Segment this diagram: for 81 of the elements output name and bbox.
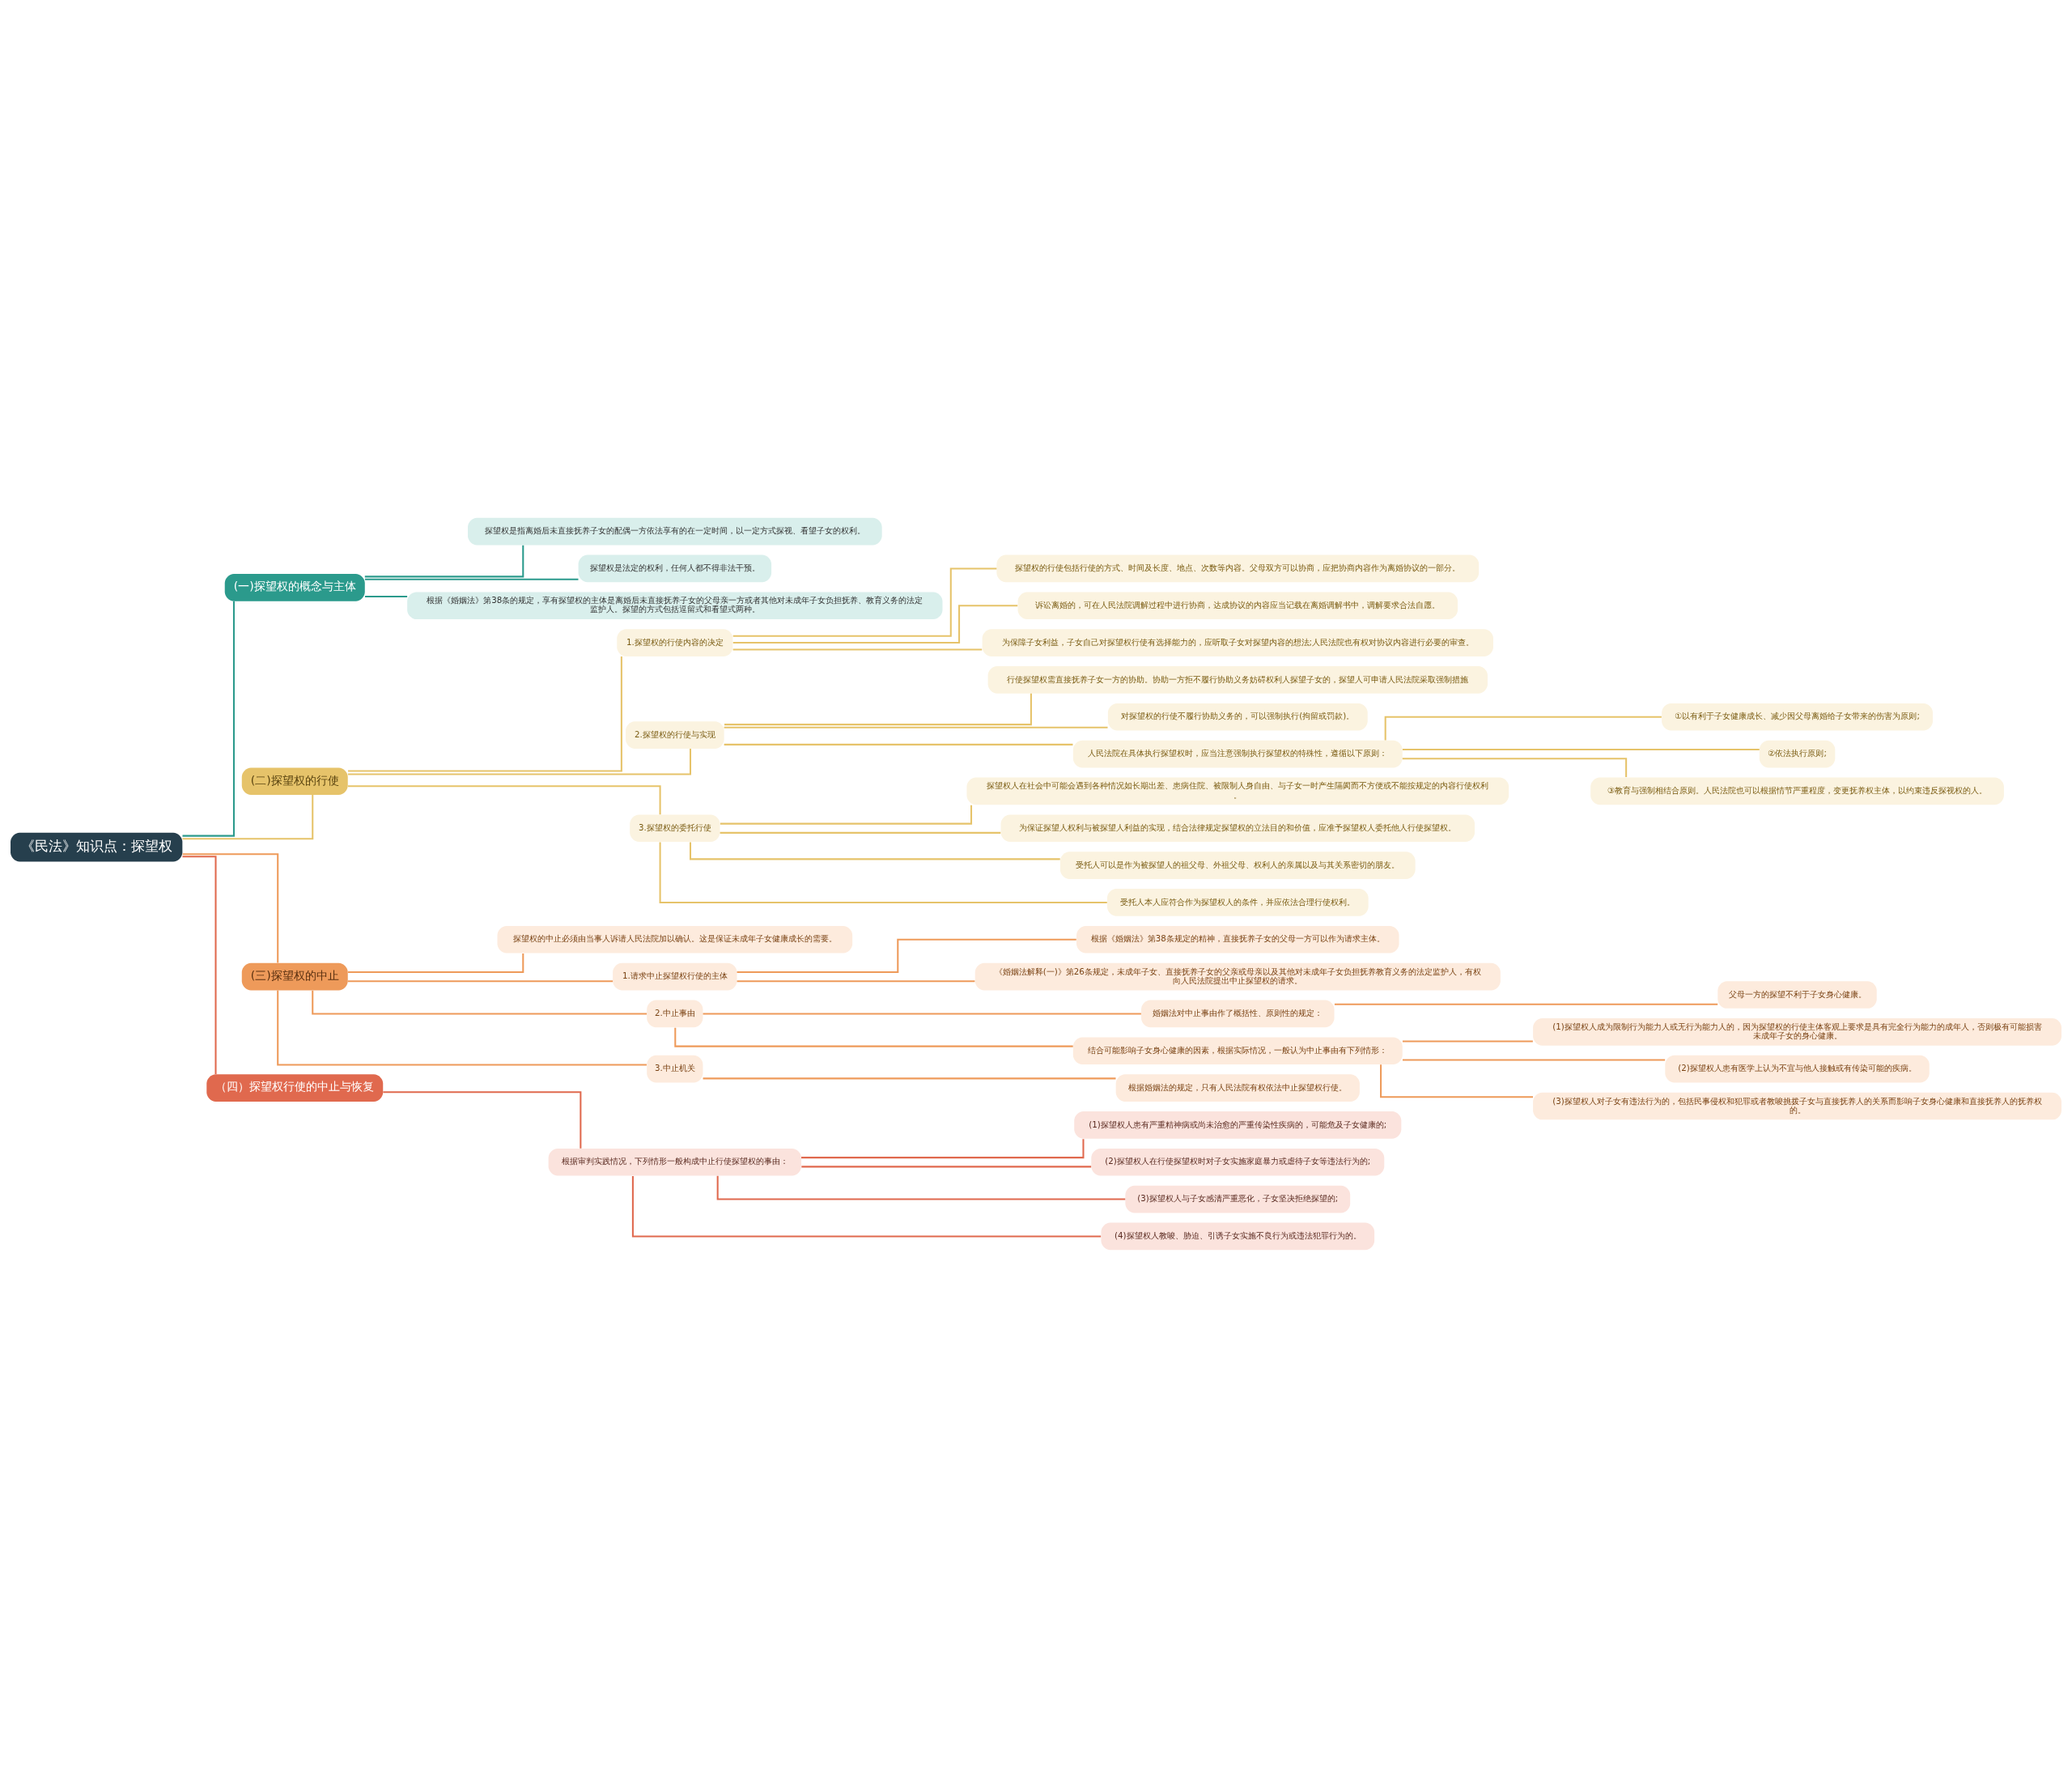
connector [732, 567, 997, 637]
node-box: ③教育与强制相结合原则。人民法院也可以根据情节严重程度，变更抚养权主体，以约束违反探视权的人。 [1590, 777, 2004, 805]
connector [1384, 716, 1662, 740]
connector [182, 794, 314, 839]
connector [1402, 757, 1628, 777]
node-box: 探望权的行使包括行使的方式、时间及长度、地点、次数等内容。父母双方可以协商，应把协商内容作为离婚协议的一部分。 [996, 554, 1480, 582]
node-box: 《民法》知识点：探望权 [11, 832, 183, 861]
node-box: 3.探望权的委托行使 [630, 813, 720, 842]
connector [724, 726, 1108, 728]
node-box: 探望权人在社会中可能会遇到各种情况如长期出差、患病住院、被限制人身自由、与子女一时产生隔阂而不方便或不能按规定的内容行使权利。 [966, 777, 1509, 805]
node-box: 1.请求中止探望权行使的主体 [613, 962, 737, 990]
node-box: (三)探望权的中止 [241, 962, 348, 990]
node-box: 结合可能影响子女身心健康的因素，根据实际情况，一般认为中止事由有下列情形： [1072, 1036, 1403, 1064]
connector [659, 842, 1107, 903]
connector [732, 604, 1018, 644]
node-box: 2.探望权的行使与实现 [626, 720, 724, 749]
node-box: 诉讼离婚的，可在人民法院调解过程中进行协商，达成协议的内容应当记载在离婚调解书中，调解要求合法自愿。 [1017, 591, 1458, 619]
connector [801, 1138, 1085, 1158]
node-box: 2.中止事由 [647, 1000, 703, 1027]
node-box: (4)探望权人教唆、胁迫、引诱子女实施不良行为或违法犯罪行为的。 [1101, 1222, 1375, 1250]
node-box: (1)探望权人成为限制行为能力人或无行为能力人的，因为探望权的行使主体客观上要求是具有完全行为能力的成年人，否则极有可能损害未成年子女的身心健康。 [1533, 1017, 2061, 1046]
node-box: ①以有利于子女健康成长、减少因父母离婚给子女带来的伤害为原则; [1662, 703, 1933, 731]
connector [1402, 1058, 1666, 1060]
node-box: （四）探望权行使的中止与恢复 [206, 1073, 384, 1102]
node-box: (1)探望权人患有严重精神病或尚未治愈的严重传染性疾病的，可能危及子女健康的; [1074, 1111, 1402, 1139]
node-box: 根据婚姻法的规定，只有人民法院有权依法中止探望权行使。 [1115, 1073, 1360, 1102]
node-box: 3.中止机关 [647, 1055, 703, 1083]
connector [182, 601, 235, 837]
connector [182, 855, 217, 1074]
node-box: 探望权是指离婚后未直接抚养子女的配偶一方依法享有的在一定时间，以一定方式探视、看望子女的权利。 [468, 517, 882, 545]
connector [1402, 1040, 1533, 1043]
node-box: 对探望权的行使不履行协助义务的，可以强制执行(拘留或罚款)。 [1107, 703, 1368, 731]
node-box: ②依法执行原则; [1759, 740, 1836, 767]
node-box: 父母一方的探望不利于子女身心健康。 [1717, 980, 1877, 1009]
node-box: 为保证探望人权利与被探望人利益的实现，结合法律规定探望权的立法目的和价值，应准予探望权人委托他人行使探望权。 [1000, 813, 1475, 842]
node-box: 行使探望权需直接抚养子女一方的协助。协助一方拒不履行协助义务妨碍权利人探望子女的，探望人可申请人民法院采取强制措施 [987, 665, 1488, 694]
connector [347, 784, 661, 814]
connector [1334, 1003, 1718, 1005]
node-box: 根据《婚姻法》第38条规定的精神，直接抚养子女的父母一方可以作为请求主体。 [1076, 925, 1399, 954]
connector [348, 953, 524, 973]
connector [1402, 748, 1760, 750]
connector [689, 842, 1060, 860]
connector [1380, 1064, 1533, 1098]
node-box: 探望权的中止必须由当事人诉请人民法院加以确认。这是保证未成年子女健康成长的需要。 [497, 925, 853, 954]
connector [347, 748, 692, 775]
connector [312, 990, 648, 1014]
connector [364, 545, 524, 577]
connector [703, 1077, 1116, 1079]
node-box: 人民法院在具体执行探望权时，应当注意强制执行探望权的特殊性，遵循以下原则： [1072, 740, 1403, 767]
connector [347, 979, 614, 982]
node-box: (2)探望权人在行使探望权时对子女实施家庭暴力或虐待子女等违法行为的; [1091, 1148, 1385, 1176]
node-box: 1.探望权的行使内容的决定 [617, 628, 733, 656]
node-box: 为保障子女利益，子女自己对探望权行使有选择能力的，应听取子女对探望内容的想法;人民法院也有权对协议内容进行必要的审查。 [982, 628, 1493, 656]
connector [674, 1027, 1073, 1047]
node-box: (2)探望权人患有医学上认为不宜与他人接触或有传染可能的疾病。 [1665, 1055, 1930, 1083]
node-box: (一)探望权的概念与主体 [224, 573, 365, 601]
node-box: 根据审判实践情况，下列情形一般构成中止行使探望权的事由： [548, 1148, 802, 1176]
node-box: 受托人可以是作为被探望人的祖父母、外祖父母、权利人的亲属以及与其关系密切的朋友。 [1059, 851, 1416, 879]
connector [720, 805, 973, 825]
connector [277, 990, 647, 1066]
connector [182, 852, 279, 962]
connector [364, 595, 408, 597]
connector [737, 938, 1076, 973]
connector [732, 648, 983, 651]
node-box: 婚姻法对中止事由作了概括性、原则性的规定： [1141, 1000, 1335, 1027]
connector [801, 1165, 1092, 1167]
connector [631, 1175, 1102, 1237]
connector [724, 693, 1032, 725]
connector [724, 743, 1073, 745]
node-box: (3)探望权人与子女感清严重恶化，子女坚决拒绝探望的; [1125, 1185, 1351, 1213]
connector [348, 656, 622, 771]
node-box: (二)探望权的行使 [241, 767, 348, 795]
connector [720, 831, 1001, 834]
connector [383, 1090, 582, 1149]
connector [737, 979, 975, 982]
node-box: (3)探望权人对子女有违法行为的，包括民事侵权和犯罪或者教唆挑拨子女与直接抚养人的关系而影响子女身心健康和直接抚养人的抚养权的。 [1533, 1092, 2061, 1119]
node-box: 根据《婚姻法》第38条的规定，享有探望权的主体是离婚后未直接抚养子女的父母亲一方或者其他对未成年子女负担抚养、教育义务的法定监护人。探望的方式包括逗留式和看望式两种。 [407, 591, 943, 619]
node-box: 探望权是法定的权利，任何人都不得非法干预。 [578, 554, 772, 582]
node-box: 受托人本人应符合作为探望权人的条件，并应依法合理行使权利。 [1106, 888, 1369, 916]
connector [703, 1012, 1141, 1014]
connector [364, 578, 579, 580]
